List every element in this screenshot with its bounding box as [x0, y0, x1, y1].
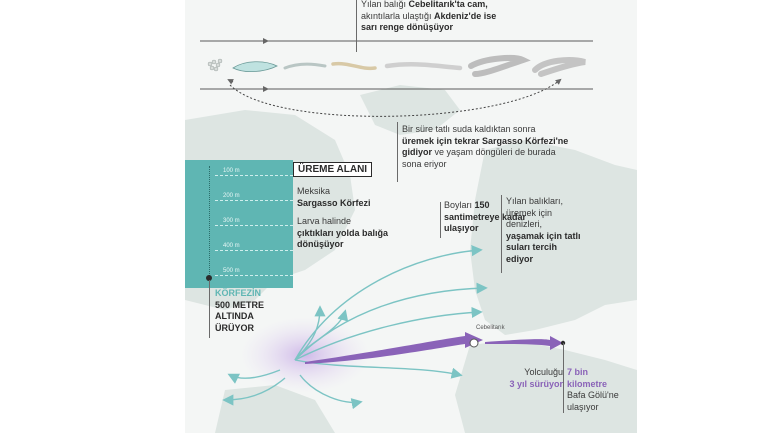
silver-eel-stage-1: [468, 55, 531, 77]
land-greenland: [360, 85, 460, 135]
length-text: Boyları 150 santimetreye kadar ulaşıyor: [444, 200, 527, 234]
distance-guide-line: [563, 343, 564, 413]
return-text: Bir süre tatlı suda kaldıktan sonra ürem…: [402, 124, 569, 169]
depth-label-200: 200 m: [223, 193, 240, 199]
freshwater-guide-line: [501, 195, 502, 273]
depth-indicator-dot: [206, 275, 212, 281]
depth-tick-400: [215, 250, 293, 251]
depth-indicator-line: [209, 166, 210, 278]
breeding-location: Meksika Sargasso Körfezi: [297, 186, 371, 208]
distance-text: 7 bin kilometre Bafa Gölü'ne ulaşıyor: [567, 367, 619, 412]
dispersal-arrows: [222, 245, 488, 410]
depth-label-300: 300 m: [223, 218, 240, 224]
return-guide-line: [397, 122, 398, 182]
land-south-america: [215, 385, 335, 433]
freshwater-text: Yılan balıkları, üremek için denizleri, …: [506, 196, 581, 264]
gibraltar-label: Cebelitarık: [476, 325, 505, 331]
journey-time-text: Yolculuğu 3 yıl sürüyor: [509, 367, 563, 389]
depth-tick-500: [215, 275, 293, 276]
header-text: Yılan balığı Cebelitarık'ta cam, akıntıl…: [361, 0, 497, 33]
larva-stage: [232, 61, 278, 72]
gibraltar-marker: [469, 338, 479, 348]
elver-stage: [331, 61, 377, 71]
land-europe: [470, 140, 637, 335]
depth-label-500: 500 m: [223, 268, 240, 274]
length-guide-line: [440, 202, 441, 238]
silver-eel-stage-2: [532, 57, 586, 77]
depth-label-100: 100 m: [223, 168, 240, 174]
mediterranean-arrow: [485, 336, 563, 350]
depth-tick-200: [215, 200, 293, 201]
header-guide-line: [356, 0, 357, 52]
depth-caption-line: [209, 280, 210, 338]
breeding-area-title: ÜREME ALANI: [293, 162, 373, 177]
yellow-eel-stage: [384, 62, 463, 71]
main-migration-arrow: [305, 332, 483, 364]
infographic-panel: Yılan balığı Cebelitarık'ta cam, akıntıl…: [185, 0, 637, 433]
glass-eel-stage: [283, 62, 327, 70]
depth-tick-100: [215, 175, 293, 176]
bafa-marker: [560, 340, 566, 346]
depth-tick-300: [215, 225, 293, 226]
land-africa: [455, 340, 637, 433]
egg-cluster: [207, 58, 223, 72]
larva-text: Larva halinde çıktıkları yolda balığa dö…: [297, 216, 389, 250]
return-start-arrow: [227, 79, 234, 85]
depth-label-400: 400 m: [223, 243, 240, 249]
depth-column: 100 m 200 m 300 m 400 m 500 m: [185, 160, 293, 288]
depth-caption: KÖRFEZİN 500 METRE ALTINDA ÜRÜYOR: [215, 288, 265, 333]
